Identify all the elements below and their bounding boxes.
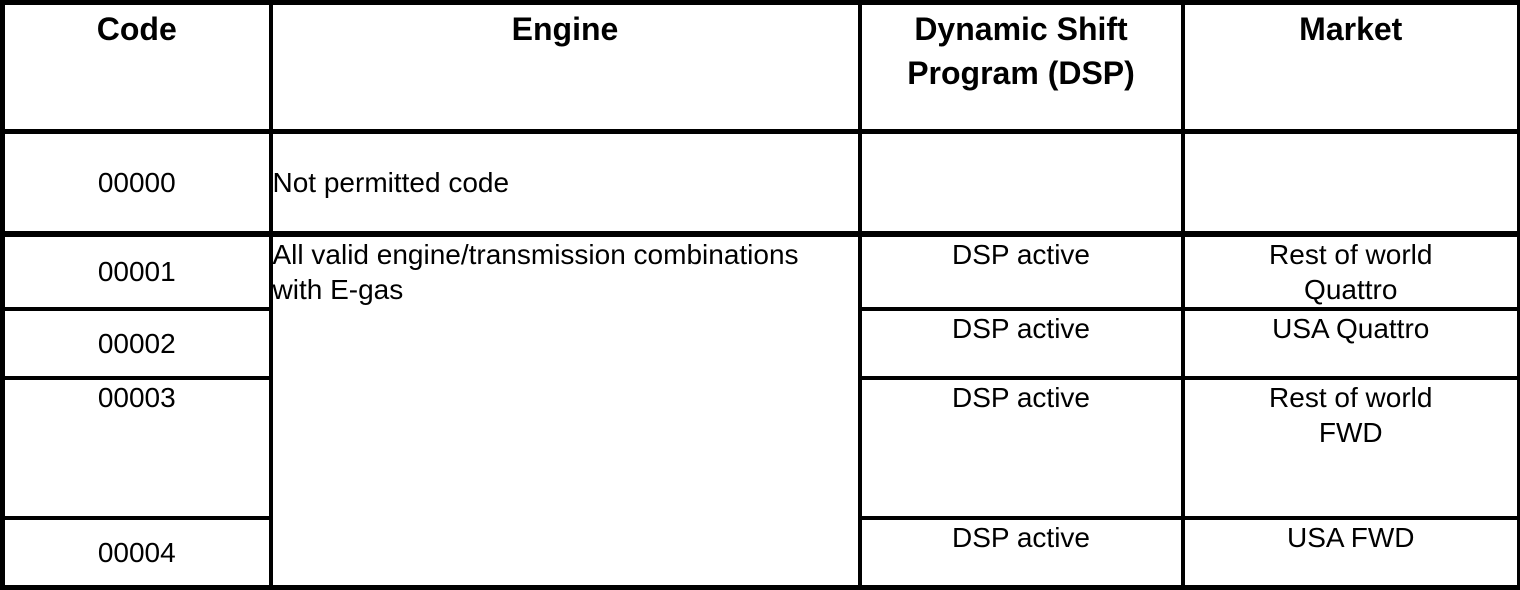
cell-dsp-00000 xyxy=(857,129,1185,237)
cell-code-00001: 00001 xyxy=(0,231,273,311)
cell-dsp-00003: DSP active xyxy=(857,375,1185,520)
cell-code-00000: 00000 xyxy=(0,129,273,237)
cell-dsp-00004: DSP active xyxy=(857,515,1185,590)
cell-market-00001: Rest of world Quattro xyxy=(1180,231,1520,311)
cell-engine-00000: Not permitted code xyxy=(268,129,862,237)
column-header-dsp: Dynamic Shift Program (DSP) xyxy=(857,0,1185,134)
cell-code-00003: 00003 xyxy=(0,375,273,520)
table-row-00002: 00002 DSP active USA Quattro xyxy=(0,306,1520,380)
cell-market-00000 xyxy=(1180,129,1520,237)
cell-market-00004: USA FWD xyxy=(1180,515,1520,590)
column-header-code: Code xyxy=(0,0,273,134)
cell-engine-merged: All valid engine/transmission combinatio… xyxy=(268,231,862,590)
column-header-engine: Engine xyxy=(268,0,862,134)
table-row-00003: 00003 DSP active Rest of world FWD xyxy=(0,375,1520,520)
table-row-00004: 00004 DSP active USA FWD xyxy=(0,515,1520,590)
cell-dsp-00001: DSP active xyxy=(857,231,1185,311)
cell-code-00002: 00002 xyxy=(0,306,273,380)
cell-market-00003: Rest of world FWD xyxy=(1180,375,1520,520)
table-row-00001: 00001 All valid engine/transmission comb… xyxy=(0,231,1520,590)
cell-dsp-00002: DSP active xyxy=(857,306,1185,380)
table-row-00000: 00000 Not permitted code xyxy=(0,129,1520,237)
cell-market-00002: USA Quattro xyxy=(1180,306,1520,380)
header-row: Code Engine Dynamic Shift Program (DSP) … xyxy=(0,0,1520,134)
cell-code-00004: 00004 xyxy=(0,515,273,590)
column-header-market: Market xyxy=(1180,0,1520,134)
